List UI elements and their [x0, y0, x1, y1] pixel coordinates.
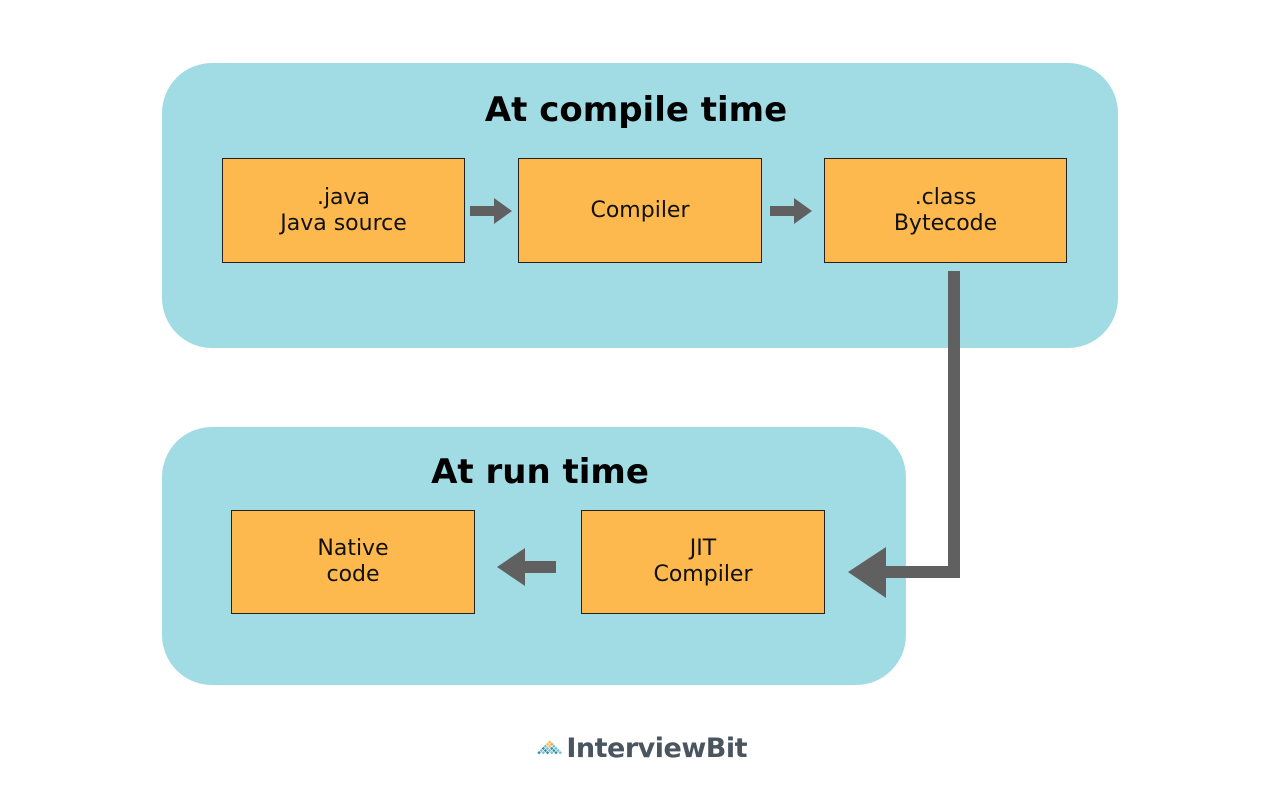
- logo-text: InterviewBit: [566, 732, 747, 764]
- arrow-jit-to-native: [497, 548, 556, 586]
- compile-time-title: At compile time: [484, 90, 788, 130]
- compiler-label: Compiler: [590, 197, 690, 223]
- java-source-ext: .java: [316, 184, 371, 210]
- bytecode-box: .class Bytecode: [824, 158, 1067, 263]
- arrow-java-to-compiler: [470, 198, 512, 224]
- compiler-box: Compiler: [518, 158, 762, 263]
- bytecode-label: Bytecode: [893, 210, 998, 236]
- run-time-title: At run time: [431, 452, 649, 492]
- jit-compiler-box: JIT Compiler: [581, 510, 825, 614]
- jit-compiler-line2: Compiler: [653, 562, 753, 587]
- java-source-box: .java Java source: [222, 158, 465, 263]
- native-code-line1: Native: [317, 536, 389, 561]
- native-code-line2: code: [326, 562, 380, 587]
- jit-compiler-line1: JIT: [689, 536, 717, 561]
- native-code-box: Native code: [231, 510, 475, 614]
- arrow-bytecode-to-jit: [848, 271, 960, 598]
- logo-diamond-icon: [537, 740, 562, 755]
- interviewbit-logo: InterviewBit: [537, 727, 747, 769]
- java-source-label: Java source: [280, 210, 407, 236]
- arrow-compiler-to-bytecode: [770, 198, 812, 224]
- bytecode-ext: .class: [914, 184, 977, 210]
